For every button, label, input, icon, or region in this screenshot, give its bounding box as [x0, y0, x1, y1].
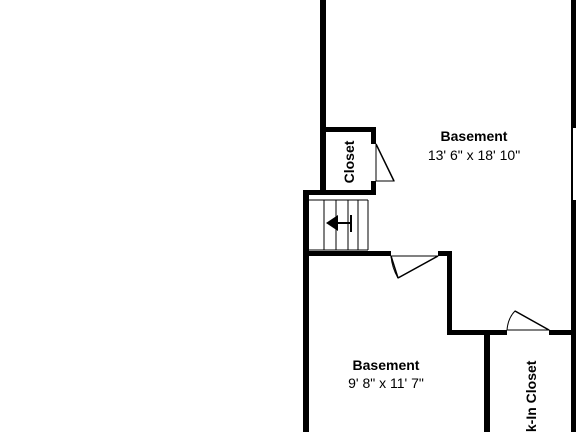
wall-closet-top	[320, 127, 376, 132]
wall-closet-right-lower	[371, 181, 376, 192]
wall-lower-step	[447, 330, 507, 335]
wall-stair-left	[303, 190, 309, 432]
room-name: lk-In Closet	[523, 360, 539, 432]
room-name: Basement	[353, 357, 420, 373]
wall-lower-top-right	[438, 251, 452, 256]
room-label-basement-small: Basement 9' 8" x 11' 7"	[348, 357, 424, 391]
stairs	[309, 199, 369, 251]
room-dimensions: 9' 8" x 11' 7"	[348, 375, 424, 391]
wall-lower-right	[447, 251, 452, 335]
wall-right-edge-gap-frame	[571, 128, 573, 200]
wall-right-edge-lower	[571, 200, 576, 432]
wall-closet-bottom	[303, 190, 376, 195]
wall-closet-left	[320, 127, 326, 195]
wall-lower-top-left	[303, 251, 391, 256]
wall-walkin-left	[484, 330, 490, 432]
door-lower-basement	[390, 255, 439, 279]
wall-right-edge	[571, 0, 576, 128]
door-closet	[375, 143, 395, 182]
stair-direction-arrow-icon	[326, 215, 352, 232]
room-name: Basement	[441, 128, 508, 144]
wall-lower-step-right	[549, 330, 576, 335]
room-label-basement-large: Basement 13' 6" x 18' 10"	[428, 128, 520, 163]
wall-closet-right-upper	[371, 127, 376, 144]
room-label-walkin-closet: lk-In Closet	[523, 360, 539, 432]
walls	[303, 0, 576, 432]
wall-upper-left	[320, 0, 326, 132]
room-dimensions: 13' 6" x 18' 10"	[428, 147, 520, 163]
room-name: Closet	[341, 140, 357, 183]
room-label-closet: Closet	[341, 140, 357, 183]
door-walkin-closet	[506, 310, 551, 331]
